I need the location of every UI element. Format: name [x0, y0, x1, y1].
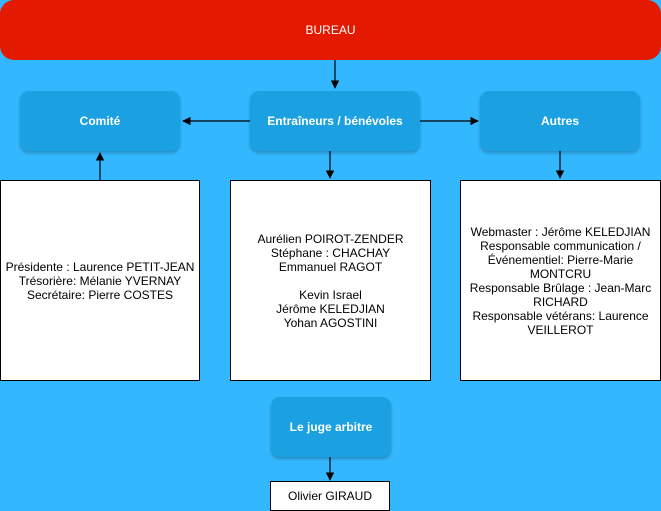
role-box-juge: Le juge arbitre	[271, 397, 391, 457]
card-autres-line: Webmaster : Jérôme KELEDJIAN	[470, 224, 651, 239]
card-entraineurs-line: Aurélien POIROT-ZENDER	[257, 231, 404, 246]
bureau-title: BUREAU	[305, 23, 356, 37]
card-autres-line: Responsable communication /	[480, 238, 641, 253]
role-box-autres: Autres	[480, 91, 640, 151]
role-label-juge: Le juge arbitre	[289, 420, 373, 434]
role-label-autres: Autres	[540, 114, 579, 128]
role-box-entraineurs: Entraîneurs / bénévoles	[250, 91, 420, 151]
card-autres-line: VEILLEROT	[527, 322, 594, 337]
card-entraineurs-line: Kevin Israel	[299, 287, 362, 302]
card-comite: Présidente : Laurence PETIT-JEAN Trésori…	[0, 180, 200, 381]
card-autres-line: Événementiel: Pierre-Marie	[487, 252, 634, 267]
card-entraineurs-line: Yohan AGOSTINI	[283, 315, 378, 330]
card-juge: Olivier GIRAUD	[270, 481, 390, 511]
card-comite-line: Secrétaire: Pierre COSTES	[26, 287, 174, 302]
bureau-header: BUREAU	[0, 0, 661, 60]
card-comite-line: Présidente : Laurence PETIT-JEAN	[5, 259, 195, 274]
card-entraineurs-line: Jérôme KELEDJIAN	[276, 301, 385, 316]
role-label-comite: Comité	[79, 114, 121, 128]
card-autres-line: RICHARD	[533, 294, 588, 309]
card-entraineurs-line: Emmanuel RAGOT	[278, 259, 383, 274]
card-autres-line: Responsable Brûlage : Jean-Marc	[469, 280, 652, 295]
card-autres-line: Responsable vétérans: Laurence	[472, 308, 649, 323]
role-label-entraineurs: Entraîneurs / bénévoles	[267, 114, 403, 128]
role-box-comite: Comité	[20, 91, 180, 151]
card-juge-name: Olivier GIRAUD	[287, 489, 372, 503]
card-comite-line: Trésorière: Mélanie YVERNAY	[18, 273, 182, 288]
card-entraineurs-line: Stéphane : CHACHAY	[270, 245, 391, 260]
card-entraineurs: Aurélien POIROT-ZENDER Stéphane : CHACHA…	[230, 180, 431, 381]
card-autres-line: MONTCRU	[529, 266, 592, 281]
card-autres: Webmaster : Jérôme KELEDJIAN Responsable…	[460, 180, 661, 381]
